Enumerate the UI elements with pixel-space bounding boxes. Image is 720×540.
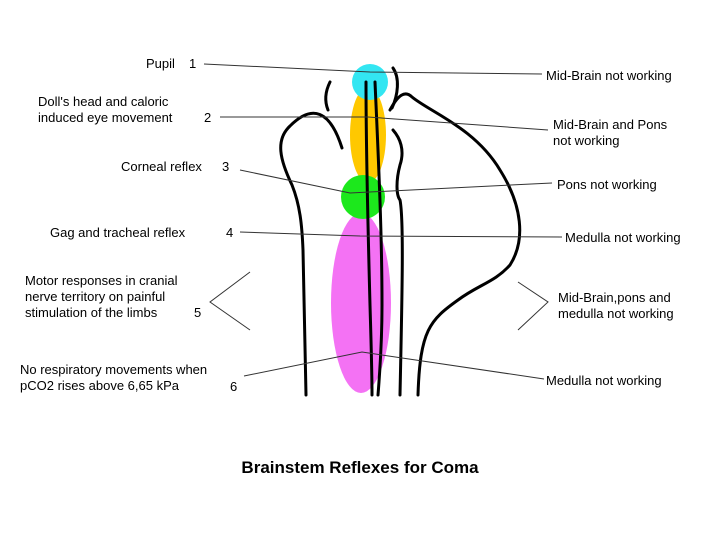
midbrain-region xyxy=(352,64,388,100)
reflex-label-dolls-head-line2: induced eye movement xyxy=(38,110,173,125)
cerebellum-outline xyxy=(388,92,522,397)
brain-top-left-curve xyxy=(324,80,332,112)
leader-bracket-right xyxy=(517,281,549,331)
finding-medulla: Medulla not working xyxy=(565,230,681,245)
inner-outline-right xyxy=(391,128,404,397)
diagram-title: Brainstem Reflexes for Coma xyxy=(241,458,479,477)
reflex-label-corneal: Corneal reflex xyxy=(121,159,202,174)
reflex-label-pupil: Pupil xyxy=(146,56,175,71)
finding-all-line1: Mid-Brain,pons and xyxy=(558,290,671,305)
finding-pons: Pons not working xyxy=(557,177,657,192)
finding-medulla-respiratory: Medulla not working xyxy=(546,373,662,388)
spinal-cord-right xyxy=(373,80,384,397)
finding-midbrain: Mid-Brain not working xyxy=(546,68,672,83)
brain-top-right-curve xyxy=(390,66,399,110)
leader-line-6 xyxy=(243,351,545,380)
reflex-number-6: 6 xyxy=(230,379,238,394)
reflex-label-motor-line3: stimulation of the limbs xyxy=(25,305,158,320)
reflex-number-2: 2 xyxy=(204,110,212,125)
reflex-label-motor-line1: Motor responses in cranial xyxy=(25,273,178,288)
finding-midbrain-pons-line2: not working xyxy=(553,133,620,148)
medulla-region xyxy=(331,213,391,393)
reflex-number-1: 1 xyxy=(189,56,197,71)
brain-outline-left xyxy=(279,111,344,397)
leader-bracket-left xyxy=(209,271,251,331)
reflex-label-motor-line2: nerve territory on painful xyxy=(25,289,166,304)
leader-line-3 xyxy=(239,169,553,194)
leader-line-4 xyxy=(239,231,563,238)
leader-line-2 xyxy=(220,116,549,131)
spinal-cord-left xyxy=(364,80,374,397)
reflex-label-gag-tracheal: Gag and tracheal reflex xyxy=(50,225,186,240)
reflex-number-4: 4 xyxy=(226,225,234,240)
finding-midbrain-pons-line1: Mid-Brain and Pons xyxy=(553,117,668,132)
leader-line-1 xyxy=(203,63,543,75)
reflex-label-respiratory-line2: pCO2 rises above 6,65 kPa xyxy=(20,378,179,393)
reflex-label-dolls-head-line1: Doll's head and caloric xyxy=(38,94,169,109)
pons-region xyxy=(341,175,385,219)
finding-all-line2: medulla not working xyxy=(558,306,674,321)
reflex-label-respiratory-line1: No respiratory movements when xyxy=(20,362,208,377)
reflex-number-3: 3 xyxy=(222,159,230,174)
reflex-number-5: 5 xyxy=(194,305,202,320)
